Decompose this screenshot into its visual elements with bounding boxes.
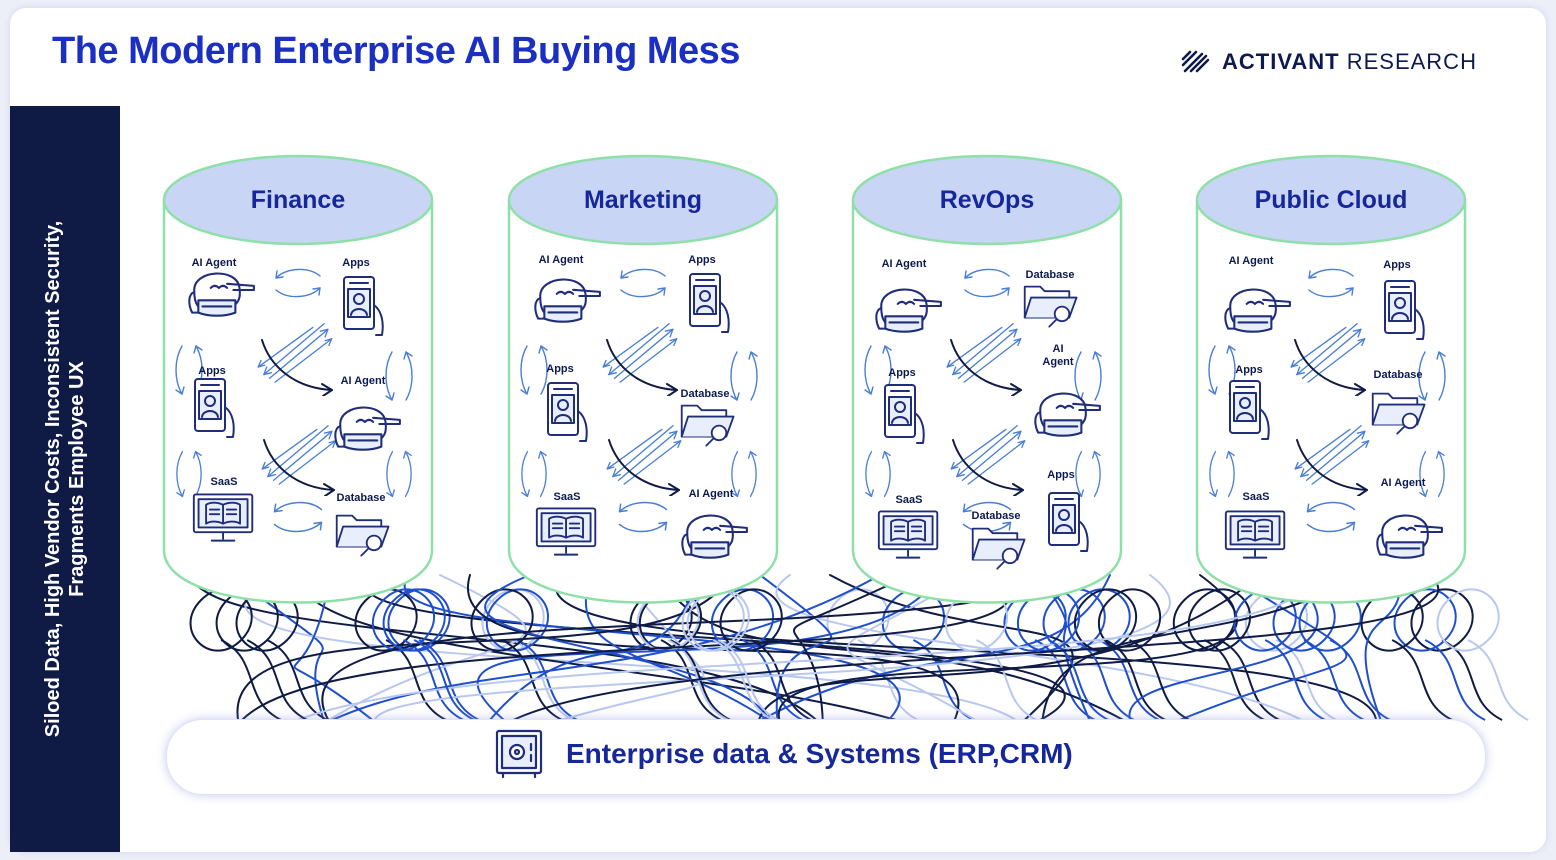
connection-wire [1410,588,1503,721]
enterprise-systems-bar [166,719,1486,795]
connection-wire [1097,588,1190,721]
connection-wire [793,574,911,723]
connection-wire [293,574,376,723]
connection-wire [1360,588,1453,721]
page-title: The Modern Enterprise AI Buying Mess [52,30,740,72]
item-label: AI Agent [689,488,734,500]
item-label: Database [1026,269,1075,281]
item-label: AI Agent [341,375,386,387]
connection-wire [373,574,1171,723]
item-label: Database [972,510,1021,522]
silo-title: Finance [251,186,346,214]
safe-icon [495,729,543,779]
connection-wire [382,588,475,721]
item-label: Apps [1383,259,1411,271]
brand-logo: ACTIVANT RESEARCH [1180,46,1477,78]
connection-wire [829,574,1074,723]
item-label: AI [1053,343,1064,355]
connection-wire [239,574,1012,723]
connection-wire [484,574,772,723]
silo-top [1195,154,1467,246]
item-label: Apps [1235,364,1263,376]
silo-top [162,154,434,246]
connection-wire [659,574,1128,723]
connection-wire [777,574,1238,723]
connection-wire [327,574,881,723]
item-label: Apps [198,365,226,377]
activant-chevron-icon [1181,50,1210,73]
item-label: AI Agent [882,258,927,270]
connection-wire [554,574,1378,723]
item-label: AI Agent [1381,477,1426,489]
item-label: Agent [1042,356,1074,368]
item-label: SaaS [554,491,581,503]
silo-title: Marketing [584,186,702,214]
item-label: SaaS [1243,491,1270,503]
item-label: Database [681,388,730,400]
connection-wire [324,574,527,723]
silo-title: RevOps [940,186,1034,214]
connection-wire [719,588,812,721]
connection-wire [1128,574,1319,723]
item-label: SaaS [211,476,238,488]
connection-wire [1298,588,1391,721]
connection-wire [686,588,779,721]
item-label: AI Agent [539,254,584,266]
connection-wire [1436,588,1529,721]
connection-wire [403,574,901,723]
item-label: AI Agent [192,257,237,269]
item-label: Database [337,492,386,504]
connection-wire [236,574,731,723]
item-label: Apps [342,257,370,269]
sidebar-panel [10,106,120,852]
connection-wire [846,574,980,723]
item-label: Apps [546,363,574,375]
item-label: SaaS [896,494,923,506]
connection-wire [584,574,772,723]
item-label: Apps [888,367,916,379]
connection-wire [508,574,1440,723]
silo-top [851,154,1123,246]
silo-title: Public Cloud [1255,186,1408,214]
item-label: Apps [1047,469,1075,481]
connection-wire [291,574,1321,723]
connection-wire [364,574,1066,723]
connection-wire [215,588,308,721]
connection-wire [189,588,282,721]
connection-wire [757,574,1261,723]
connection-wire [1039,574,1092,723]
connection-wire [476,574,941,723]
enterprise-systems-label: Enterprise data & Systems (ERP,CRM) [566,738,1073,769]
connection-wire [1173,574,1348,723]
item-label: AI Agent [1229,255,1274,267]
connection-wire [1272,588,1365,721]
item-label: Apps [688,254,716,266]
brand-name: ACTIVANT RESEARCH [1222,49,1477,74]
connection-wire [1393,588,1486,721]
item-label: Database [1374,369,1423,381]
connection-wire [485,588,578,721]
silo-top [507,154,779,246]
